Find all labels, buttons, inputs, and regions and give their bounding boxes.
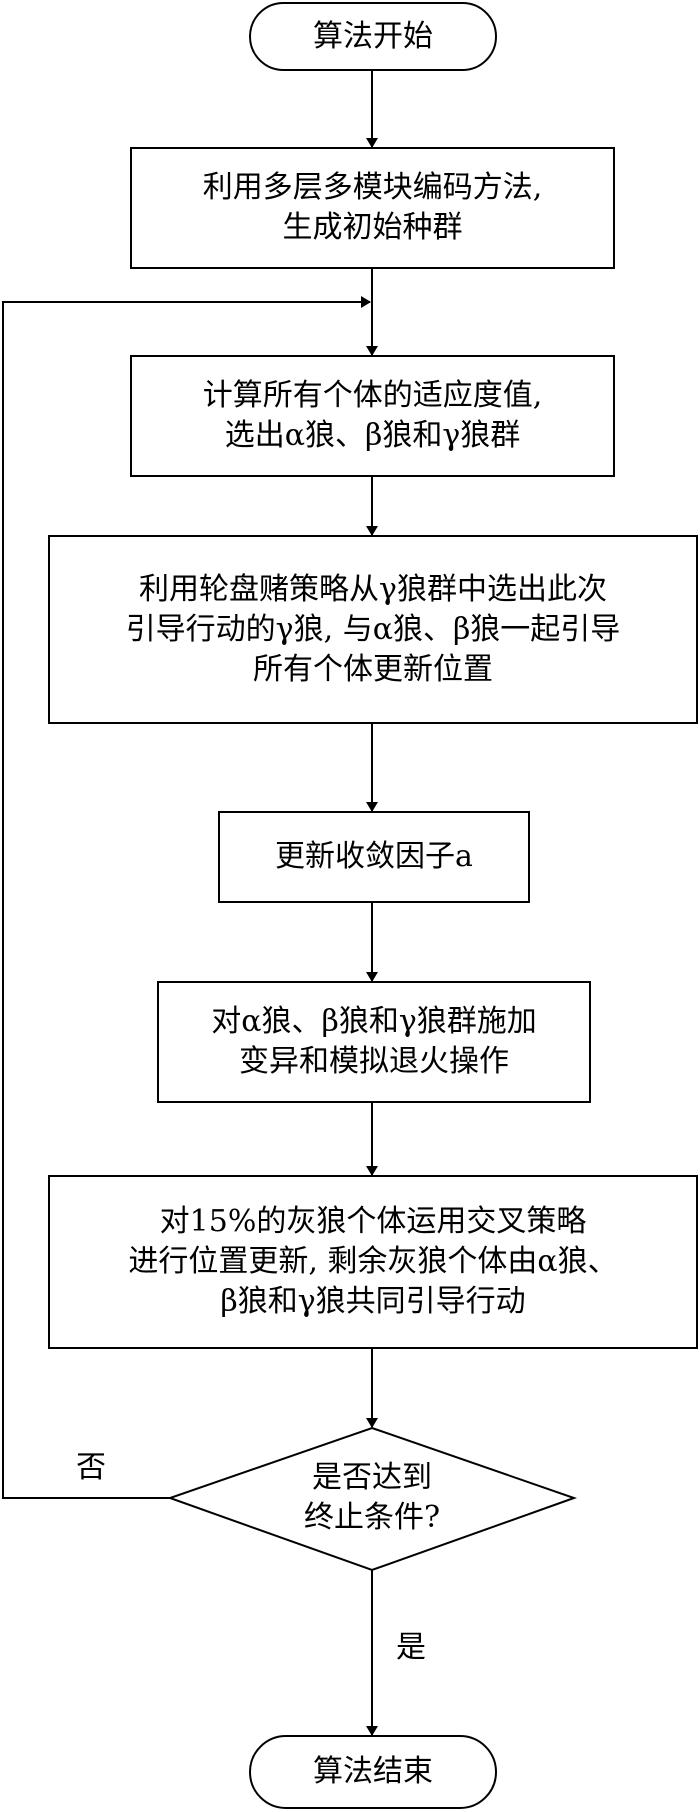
step5-line-1: 对α狼、β狼和γ狼群施加 bbox=[211, 1004, 537, 1039]
arrow-decision-no-loop bbox=[2, 296, 371, 1499]
step3-line-2: 引导行动的γ狼, 与α狼、β狼一起引导 bbox=[125, 611, 621, 647]
step2-line-2: 选出α狼、β狼和γ狼群 bbox=[224, 418, 521, 453]
step6-line-3: β狼和γ狼共同引导行动 bbox=[220, 1284, 526, 1319]
step3-line-1: 利用轮盘赌策略从γ狼群中选出此次 bbox=[139, 571, 607, 607]
step1-line-2: 生成初始种群 bbox=[282, 210, 463, 245]
decision-line-2: 终止条件? bbox=[303, 1500, 441, 1535]
decision-diamond: 是否达到 终止条件? bbox=[232, 1448, 512, 1548]
step5-box-shape bbox=[157, 981, 591, 1103]
end-terminal-label: 算法结束 bbox=[313, 1754, 433, 1789]
step1-line-1: 利用多层多模块编码方法, bbox=[202, 170, 543, 205]
step2-line-1: 计算所有个体的适应度值, bbox=[202, 378, 543, 413]
step6-line-2: 进行位置更新, 剩余灰狼个体由α狼、 bbox=[128, 1244, 618, 1279]
start-terminal: 算法开始 bbox=[250, 3, 496, 70]
step2-box: 计算所有个体的适应度值, 选出α狼、β狼和γ狼群 bbox=[131, 356, 614, 476]
step5-box: 对α狼、β狼和γ狼群施加 变异和模拟退火操作 bbox=[158, 982, 590, 1102]
step3-line-3: 所有个体更新位置 bbox=[252, 651, 493, 687]
edge-label-yes: 是 bbox=[396, 1630, 426, 1665]
step5-line-2: 变异和模拟退火操作 bbox=[238, 1044, 509, 1079]
step6-box: 对15%的灰狼个体运用交叉策略 进行位置更新, 剩余灰狼个体由α狼、 β狼和γ狼… bbox=[49, 1176, 697, 1348]
step1-box: 利用多层多模块编码方法, 生成初始种群 bbox=[131, 148, 614, 268]
step4-box: 更新收敛因子a bbox=[219, 812, 529, 902]
step6-line-1: 对15%的灰狼个体运用交叉策略 bbox=[159, 1204, 587, 1239]
start-terminal-label: 算法开始 bbox=[313, 18, 433, 54]
decision-line-1: 是否达到 bbox=[312, 1460, 432, 1495]
step4-label: 更新收敛因子a bbox=[275, 839, 473, 874]
edge-label-no: 否 bbox=[76, 1450, 106, 1485]
end-terminal: 算法结束 bbox=[250, 1736, 496, 1808]
step4-box-shape bbox=[218, 811, 530, 903]
step3-box: 利用轮盘赌策略从γ狼群中选出此次 引导行动的γ狼, 与α狼、β狼一起引导 所有个… bbox=[49, 536, 697, 723]
end-terminal-shape bbox=[249, 1735, 497, 1809]
